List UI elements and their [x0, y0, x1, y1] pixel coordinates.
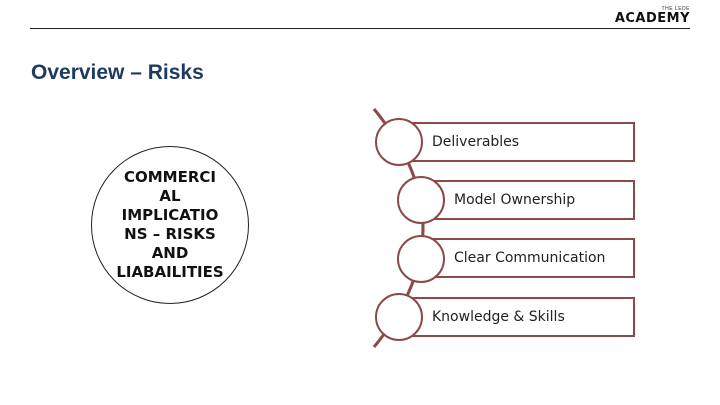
list-item-label: Clear Communication: [454, 250, 606, 266]
center-circle-text: COMMERCI AL IMPLICATIO NS – RISKS AND LI…: [116, 168, 224, 281]
center-circle: COMMERCI AL IMPLICATIO NS – RISKS AND LI…: [91, 146, 249, 304]
academy-logo: THE LEDE ACADEMY: [615, 6, 690, 26]
list-item-model-ownership: Model Ownership: [422, 180, 635, 220]
page-title: Overview – Risks: [31, 61, 204, 84]
bullet-circle-3: [397, 235, 445, 283]
bullet-circle-4: [375, 293, 423, 341]
list-item-deliverables: Deliverables: [400, 122, 635, 162]
bullet-circle-2: [397, 176, 445, 224]
logo-small-text: THE LEDE: [661, 6, 690, 12]
header-divider: [30, 28, 690, 29]
list-item-label: Deliverables: [432, 134, 520, 150]
list-item-label: Knowledge & Skills: [432, 309, 565, 325]
list-item-knowledge-skills: Knowledge & Skills: [400, 297, 635, 337]
list-item-label: Model Ownership: [454, 192, 576, 208]
logo-brand: ACADEMY: [614, 11, 690, 26]
list-item-clear-communication: Clear Communication: [422, 238, 635, 278]
bullet-circle-1: [375, 118, 423, 166]
